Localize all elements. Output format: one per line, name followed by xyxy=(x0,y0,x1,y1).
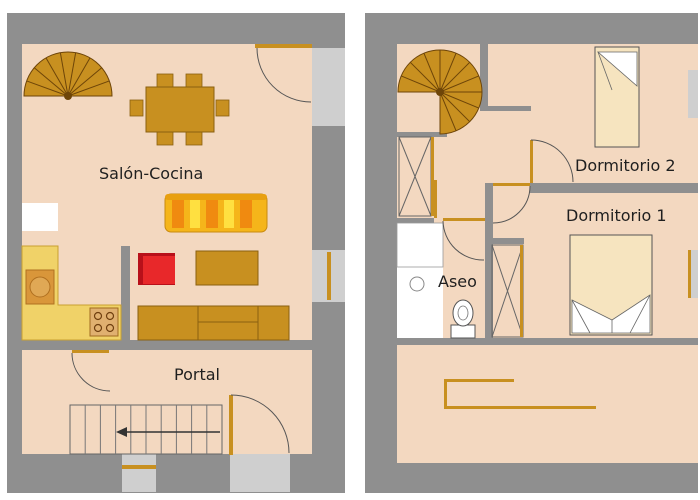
chair xyxy=(185,73,203,88)
interior-wall xyxy=(397,338,698,345)
chair xyxy=(156,131,174,146)
window-frame xyxy=(122,465,156,469)
upper-stair-floor xyxy=(397,345,698,463)
door xyxy=(530,139,574,183)
portal-floor xyxy=(22,350,312,454)
door xyxy=(71,350,111,392)
room-label-aseo: Aseo xyxy=(438,272,477,291)
burner xyxy=(105,311,115,321)
armchair xyxy=(138,253,175,285)
cooktop xyxy=(89,307,119,337)
shower-tray xyxy=(396,222,444,268)
kitchen-counter xyxy=(21,245,122,341)
double-bed xyxy=(569,234,653,336)
window xyxy=(688,70,698,118)
chair xyxy=(215,99,230,117)
chair xyxy=(156,73,174,88)
window xyxy=(22,203,58,231)
staircase xyxy=(69,404,223,455)
room-label-dormitorio-2: Dormitorio 2 xyxy=(575,156,676,175)
spiral-staircase xyxy=(23,51,113,100)
interior-wall xyxy=(485,183,493,341)
interior-wall xyxy=(480,106,531,111)
door-frame xyxy=(434,180,437,218)
window xyxy=(688,250,698,298)
interior-wall xyxy=(121,246,130,340)
door xyxy=(442,218,485,261)
door xyxy=(255,44,312,103)
front-door-opening xyxy=(230,454,290,492)
room-label-salon-cocina: Salón-Cocina xyxy=(99,164,204,183)
closet xyxy=(398,136,434,217)
closet xyxy=(491,244,524,338)
upper-floor-plan xyxy=(365,13,698,493)
single-bed xyxy=(594,46,640,148)
tv-cabinet xyxy=(137,305,290,341)
sofa xyxy=(164,193,268,233)
dining-table xyxy=(145,86,215,133)
room-label-portal: Portal xyxy=(174,365,220,384)
window-frame xyxy=(327,252,331,300)
interior-wall xyxy=(480,44,488,106)
sink-basin xyxy=(29,276,51,298)
staircase xyxy=(444,379,596,409)
chair xyxy=(129,99,144,117)
interior-wall xyxy=(397,132,447,137)
interior-wall xyxy=(490,238,524,244)
room-label-dormitorio-1: Dormitorio 1 xyxy=(566,206,667,225)
window xyxy=(312,48,345,126)
chair xyxy=(185,131,203,146)
window-frame xyxy=(688,250,691,298)
burner xyxy=(105,323,115,333)
window xyxy=(122,454,156,492)
toilet xyxy=(450,299,476,339)
burner xyxy=(93,311,103,321)
door xyxy=(492,183,531,224)
ground-floor-plan xyxy=(7,13,345,493)
interior-wall xyxy=(530,183,698,193)
front-door xyxy=(229,394,290,455)
coffee-table xyxy=(195,250,259,286)
spiral-staircase xyxy=(397,49,483,135)
arrow-icon xyxy=(116,427,220,437)
interior-wall xyxy=(397,218,434,223)
burner xyxy=(93,323,103,333)
dining-set xyxy=(129,73,230,146)
washbasin xyxy=(409,276,425,292)
